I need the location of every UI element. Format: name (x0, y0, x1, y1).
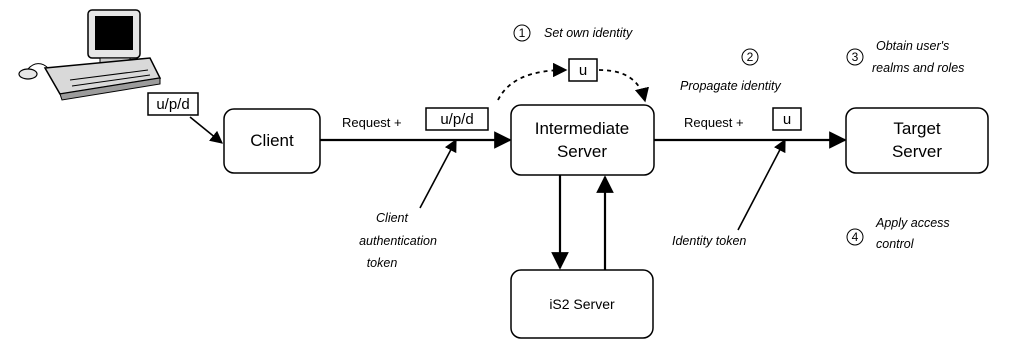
is2-server-node: iS2 Server (510, 269, 654, 339)
svg-text:Intermediate: Intermediate (535, 119, 630, 138)
svg-text:iS2 Server: iS2 Server (549, 296, 615, 312)
svg-text:Client: Client (250, 131, 294, 150)
svg-text:2: 2 (747, 50, 754, 64)
client-request-token: u/p/d (425, 107, 489, 131)
computer-icon (18, 9, 162, 101)
client-auth-pointer-arrow (419, 138, 457, 209)
intermediate-server-node: Intermediate Server (510, 104, 655, 176)
own-identity-token: u (568, 58, 598, 82)
client-auth-token-label-1: Client (376, 211, 408, 225)
svg-text:Apply access: Apply access (875, 216, 950, 230)
svg-text:Server: Server (892, 142, 942, 161)
svg-text:u: u (579, 62, 587, 79)
svg-text:3: 3 (852, 50, 859, 64)
set-identity-dashed-arrow-out (497, 62, 568, 101)
svg-text:u/p/d: u/p/d (440, 111, 473, 128)
svg-text:u: u (783, 111, 791, 128)
target-server-node: Target Server (845, 107, 989, 174)
svg-text:Propagate identity: Propagate identity (680, 79, 782, 93)
svg-text:control: control (876, 237, 915, 251)
set-identity-dashed-arrow-in (598, 69, 649, 103)
step-4: 4 Apply access control (846, 216, 950, 251)
computer-to-client-arrow (189, 116, 223, 144)
request-label-client: Request + (342, 115, 402, 130)
identity-token-pointer-arrow (737, 138, 786, 231)
client-auth-token-label-3: token (367, 256, 398, 270)
svg-text:1: 1 (519, 26, 526, 40)
step-3: 3 Obtain user's realms and roles (846, 39, 964, 75)
svg-text:4: 4 (852, 230, 859, 244)
client-node: Client (223, 108, 321, 174)
identity-token-label: Identity token (672, 234, 746, 248)
step-2: 2 Propagate identity (680, 48, 782, 93)
svg-text:Server: Server (557, 142, 607, 161)
svg-text:Obtain user's: Obtain user's (876, 39, 949, 53)
request-label-target: Request + (684, 115, 744, 130)
client-auth-token-label-2: authentication (359, 234, 437, 248)
svg-text:realms and roles: realms and roles (872, 61, 964, 75)
step-1: 1 Set own identity (513, 24, 633, 42)
svg-text:u/p/d: u/p/d (156, 96, 189, 113)
computer-token: u/p/d (147, 92, 199, 116)
target-request-token: u (772, 107, 802, 131)
svg-text:Set own identity: Set own identity (544, 26, 633, 40)
svg-text:Target: Target (893, 119, 941, 138)
